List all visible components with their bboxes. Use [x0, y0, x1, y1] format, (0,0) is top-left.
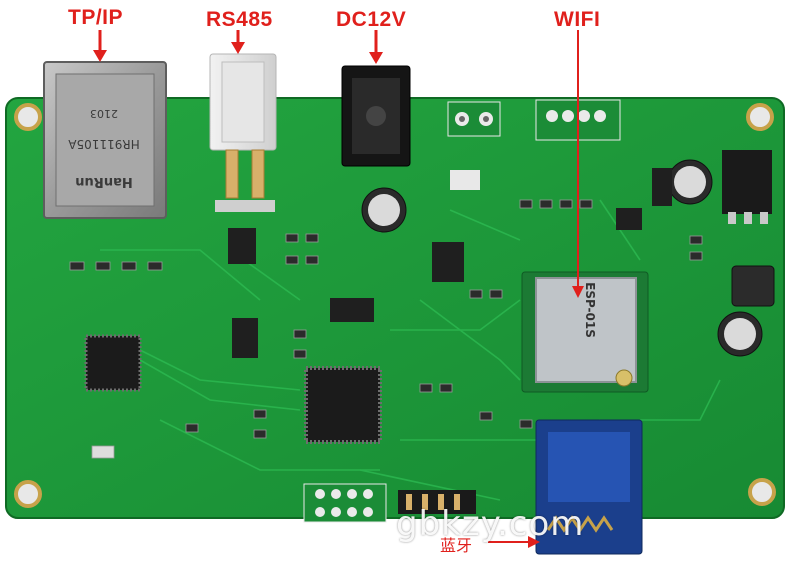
- small-ics: [228, 168, 672, 358]
- capacitors: [361, 159, 763, 357]
- callout-arrows: [93, 30, 584, 548]
- dc-jack: [341, 65, 411, 167]
- tcpip-label: TP/IP: [68, 6, 124, 29]
- svg-text:2103: 2103: [90, 107, 118, 120]
- rj45-connector: HanRun HR911105A 2103: [43, 61, 167, 219]
- voltage-regulator: [722, 150, 772, 224]
- qfp-chips: [84, 334, 382, 444]
- smd-passives: [69, 199, 703, 459]
- mounting-holes: [14, 103, 776, 508]
- dc12v-label: DC12V: [336, 8, 407, 31]
- wifi-module: ESP-01S: [521, 271, 649, 393]
- bottom-headers: [303, 483, 476, 523]
- svg-text:HanRun: HanRun: [75, 174, 132, 189]
- bluetooth-label: 蓝牙: [440, 536, 473, 555]
- rs485-connector: [209, 53, 277, 212]
- bluetooth-module: [535, 419, 643, 555]
- inductor: [731, 265, 775, 307]
- svg-text:ESP-01S: ESP-01S: [583, 282, 597, 338]
- svg-text:HR911105A: HR911105A: [68, 137, 140, 151]
- wifi-label: WIFI: [554, 8, 601, 31]
- watermark-text: gbkzy.com: [396, 504, 585, 544]
- pcb-traces: [100, 199, 721, 501]
- rs485-label: RS485: [206, 8, 273, 31]
